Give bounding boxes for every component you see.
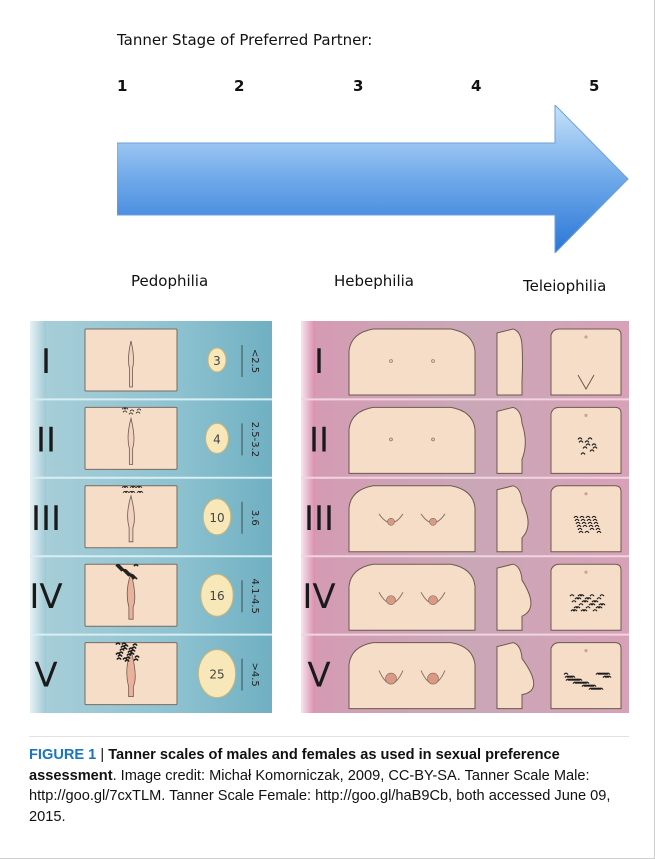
preference-arrow xyxy=(117,105,632,253)
testis-size-label: >4.5 xyxy=(249,662,260,686)
testis-size-label: 2.5-3.2 xyxy=(249,422,260,457)
male-stage-numeral: V xyxy=(34,656,57,696)
nipple xyxy=(432,360,435,363)
lower-body xyxy=(551,407,621,473)
testis-size-label: <2.5 xyxy=(249,349,260,373)
nipple xyxy=(390,360,393,363)
testis-size-label: 3.6 xyxy=(249,510,260,526)
torso-profile xyxy=(497,329,523,395)
torso-front xyxy=(349,407,475,473)
lower-body xyxy=(551,329,621,395)
female-stage-numeral: III xyxy=(304,499,334,539)
nipple xyxy=(429,596,438,605)
torso-front xyxy=(349,564,475,630)
navel xyxy=(584,414,587,417)
stage-number-5: 5 xyxy=(589,77,599,95)
stage-number-1: 1 xyxy=(117,77,127,95)
female-stage-numeral: V xyxy=(307,656,330,696)
testis-volume-label: 16 xyxy=(209,589,224,603)
category-teleiophilia: Teleiophilia xyxy=(523,277,606,295)
navel xyxy=(584,571,587,574)
stage-number-3: 3 xyxy=(353,77,363,95)
nipple xyxy=(430,518,437,525)
caption-separator xyxy=(29,736,629,737)
nipple xyxy=(432,438,435,441)
female-stage-row: I xyxy=(314,329,621,395)
testis-volume-label: 3 xyxy=(213,354,221,368)
stage-number-4: 4 xyxy=(471,77,481,95)
category-pedophilia: Pedophilia xyxy=(131,272,208,290)
category-hebephilia: Hebephilia xyxy=(334,272,414,290)
nipple xyxy=(428,673,439,684)
testis-size-label: 4.1-4.5 xyxy=(249,578,260,613)
arrow-title: Tanner Stage of Preferred Partner: xyxy=(117,31,372,49)
male-stage-numeral: III xyxy=(31,499,61,539)
navel xyxy=(584,492,587,495)
lower-body xyxy=(551,643,621,709)
figure-label: FIGURE 1 xyxy=(29,747,96,763)
female-stage-numeral: II xyxy=(309,420,329,460)
torso-profile xyxy=(497,407,525,473)
male-stage-numeral: I xyxy=(41,342,51,382)
figure-separator: | xyxy=(96,747,108,763)
torso-front xyxy=(349,329,475,395)
nipple xyxy=(388,518,395,525)
nipple xyxy=(386,673,397,684)
female-stage-numeral: IV xyxy=(302,577,335,617)
male-stage-numeral: II xyxy=(36,420,56,460)
figure-caption-body: . Image credit: Michał Komorniczak, 2009… xyxy=(29,768,610,825)
genital-shape xyxy=(128,341,133,387)
torso-front xyxy=(349,643,475,709)
testis-volume-label: 10 xyxy=(209,511,224,525)
navel xyxy=(584,649,587,652)
nipple xyxy=(390,438,393,441)
male-tanner-scale: I 3 <2.5II 4 2.5-3.2III 10 3.6IV 16 4.1-4.5V 25 >4… xyxy=(30,321,272,713)
testis-volume-label: 4 xyxy=(213,432,221,446)
nipple xyxy=(387,596,396,605)
lower-body xyxy=(551,564,621,630)
male-stage-numeral: IV xyxy=(30,577,63,617)
navel xyxy=(584,335,587,338)
torso-front xyxy=(349,486,475,552)
female-tanner-scale: IIIIIIIVV xyxy=(301,321,629,713)
female-stage-numeral: I xyxy=(314,342,324,382)
lower-body xyxy=(551,486,621,552)
testis-volume-label: 25 xyxy=(209,668,224,682)
stage-number-2: 2 xyxy=(234,77,244,95)
figure-caption: FIGURE 1 | Tanner scales of males and fe… xyxy=(29,745,629,827)
